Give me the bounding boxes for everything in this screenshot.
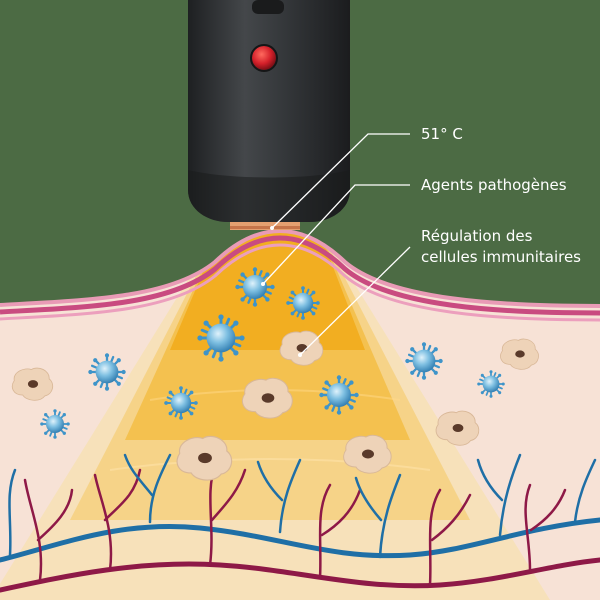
leader-lines (262, 133, 411, 356)
immune-regulation-label: Régulation des cellules immunitaires (421, 226, 581, 268)
heating-device (188, 0, 350, 230)
immune-label-line-1: Régulation des (421, 227, 533, 245)
power-button (252, 46, 276, 70)
pathogens-label: Agents pathogènes (421, 176, 567, 194)
skin-surface (0, 228, 600, 322)
temperature-label: 51° C (421, 125, 463, 143)
immune-label-line-2: cellules immunitaires (421, 248, 581, 266)
device-body (188, 0, 350, 222)
blood-vessel-icon (0, 453, 600, 593)
device-top-slot (252, 0, 284, 14)
